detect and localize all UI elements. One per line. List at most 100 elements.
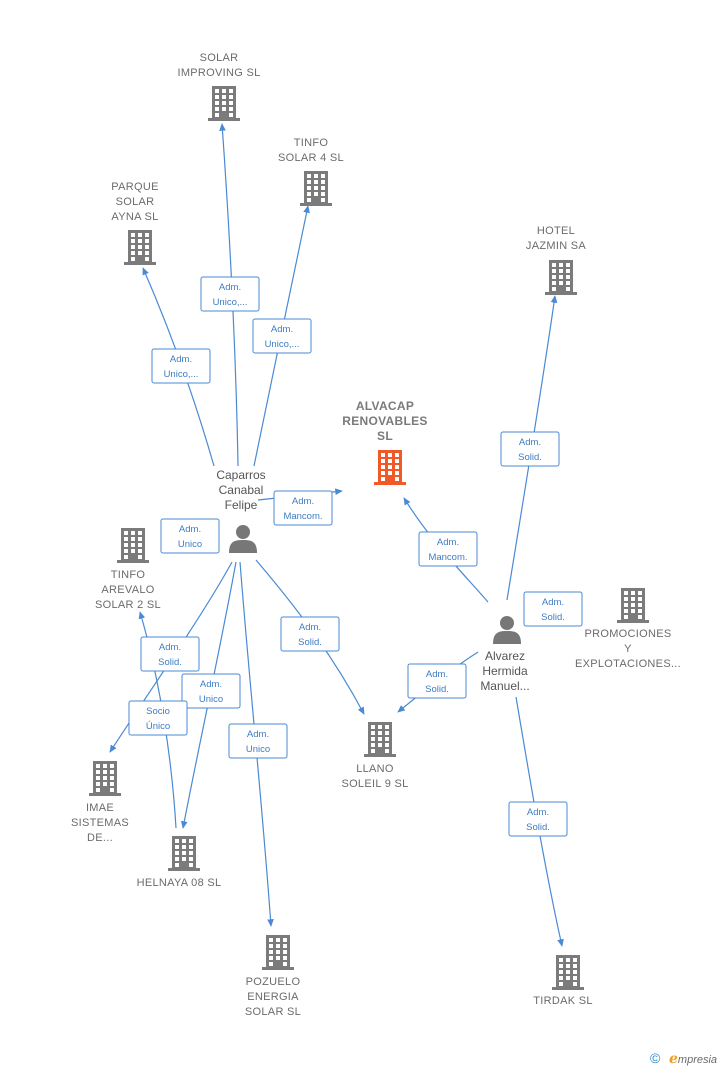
label-line: SOLAR SL: [245, 1006, 301, 1018]
company-node-pozuelo[interactable]: POZUELO ENERGIA SOLAR SL: [245, 935, 301, 1018]
relation-label-caparros-llano_soleil[interactable]: Adm. Solid.: [280, 616, 340, 652]
relation-label-text: Solid.: [298, 637, 322, 648]
relation-label-text: Adm.: [527, 807, 549, 818]
label-line: LLANO: [356, 763, 394, 775]
relation-label-text: Mancom.: [428, 552, 467, 563]
label-line: ENERGIA: [247, 991, 299, 1003]
relation-label-box: [200, 276, 260, 312]
company-node-tinfo_solar4[interactable]: TINFO SOLAR 4 SL: [278, 137, 344, 206]
relation-label-caparros-solar_improving[interactable]: Adm. Unico,...: [200, 276, 260, 312]
relation-label-text: Adm.: [247, 729, 269, 740]
brand-logo: ℯmpresia: [669, 1050, 717, 1066]
company-node-promociones[interactable]: PROMOCIONESYEXPLOTACIONES...: [575, 588, 681, 670]
relation-label-alvarez-alvacap[interactable]: Adm.Mancom.: [418, 531, 478, 567]
label-line: SOLAR: [116, 196, 155, 208]
label-line: TINFO: [294, 137, 329, 149]
label-line: Felipe: [225, 498, 258, 512]
relation-label-caparros-pozuelo[interactable]: Adm.Unico: [228, 723, 288, 759]
relation-label-text: Adm.: [542, 597, 564, 608]
relation-label-text: Adm.: [159, 642, 181, 653]
label-line: Canabal: [219, 483, 264, 497]
label-line: POZUELO: [246, 976, 301, 988]
relation-label-caparros-tinfo_arevalo[interactable]: Adm.Unico: [160, 518, 220, 554]
label-line: HOTEL: [537, 225, 575, 237]
relation-label-box: [228, 723, 288, 759]
label-line: TINFO: [111, 569, 146, 581]
label-line: SOLAR 4 SL: [278, 152, 344, 164]
label-line: Hermida: [482, 664, 528, 678]
label-line: SL: [377, 429, 393, 443]
company-name: LLANO SOLEIL 9 SL: [341, 763, 408, 790]
building-icon: [117, 528, 149, 563]
relation-label-text: Adm.: [426, 669, 448, 680]
label-line: SOLEIL 9 SL: [341, 778, 408, 790]
relation-label-text: Adm.: [271, 324, 293, 335]
relation-label-text: Adm.: [292, 496, 314, 507]
company-node-imae[interactable]: IMAESISTEMASDE...: [71, 761, 129, 844]
label-line: IMPROVING SL: [177, 67, 260, 79]
relation-label-text: Unico,...: [213, 297, 248, 308]
relation-label-box: [418, 531, 478, 567]
label-line: ALVACAP: [356, 399, 414, 413]
relation-label-text: Solid.: [158, 657, 182, 668]
relation-label-text: Adm.: [219, 282, 241, 293]
relation-label-alvarez-promociones[interactable]: Adm. Solid.: [523, 591, 583, 627]
person-icon: [493, 616, 521, 644]
relation-label-box: [273, 490, 333, 526]
copyright-symbol: ©: [650, 1050, 661, 1066]
brand-name: mpresia: [678, 1054, 717, 1066]
building-icon: [364, 722, 396, 757]
label-line: SOLAR 2 SL: [95, 599, 161, 611]
relation-label-box: [160, 518, 220, 554]
label-line: AYNA SL: [111, 211, 158, 223]
label-line: Alvarez: [485, 649, 525, 663]
label-line: Manuel...: [480, 679, 529, 693]
company-node-helnaya[interactable]: HELNAYA 08 SL: [137, 836, 222, 889]
relation-label-caparros-imae[interactable]: Adm. Solid.: [140, 636, 200, 672]
relation-label-text: Solid.: [518, 452, 542, 463]
company-node-llano_soleil[interactable]: LLANO SOLEIL 9 SL: [341, 722, 408, 790]
relation-label-text: Adm.: [299, 622, 321, 633]
relation-label-caparros-tinfo_solar4[interactable]: Adm. Unico,...: [252, 318, 312, 354]
relation-label-text: Solid.: [541, 612, 565, 623]
company-node-tinfo_arevalo[interactable]: TINFO AREVALO SOLAR 2 SL: [95, 528, 161, 611]
relation-label-alvarez-tirdak[interactable]: Adm.Solid.: [508, 801, 568, 837]
label-line: DE...: [87, 832, 113, 844]
relation-label-text: Socio: [146, 706, 170, 717]
relation-label-alvarez-llano_soleil[interactable]: Adm.Solid.: [407, 663, 467, 699]
relation-label-caparros-alvacap[interactable]: Adm. Mancom.: [273, 490, 333, 526]
building-icon: [262, 935, 294, 970]
label-line: RENOVABLES: [342, 414, 427, 428]
person-node-alvarez[interactable]: AlvarezHermidaManuel...: [480, 616, 530, 693]
relation-label-caparros-helnaya[interactable]: Adm.Unico: [181, 673, 241, 709]
relation-label-text: Único: [146, 721, 170, 732]
relation-label-box: [252, 318, 312, 354]
relation-label-text: Mancom.: [283, 511, 322, 522]
relation-label-alvarez-hotel_jazmin[interactable]: Adm.Solid.: [500, 431, 560, 467]
building-icon: [374, 450, 406, 485]
company-node-hotel_jazmin[interactable]: HOTEL JAZMIN SA: [526, 225, 587, 295]
label-line: EXPLOTACIONES...: [575, 658, 681, 670]
company-name: POZUELO ENERGIA SOLAR SL: [245, 976, 301, 1018]
relation-label-text: Unico,...: [265, 339, 300, 350]
relation-label-box: [181, 673, 241, 709]
label-line: AREVALO: [101, 584, 154, 596]
company-name: HELNAYA 08 SL: [137, 877, 222, 889]
person-name: AlvarezHermidaManuel...: [480, 649, 529, 693]
company-name: PROMOCIONESYEXPLOTACIONES...: [575, 628, 681, 670]
label-line: JAZMIN SA: [526, 240, 587, 252]
relation-label-box: [523, 591, 583, 627]
company-node-tirdak[interactable]: TIRDAK SL: [533, 955, 593, 1007]
relation-label-caparros-parque_solar[interactable]: Adm.Unico,...: [151, 348, 211, 384]
company-name: HOTEL JAZMIN SA: [526, 225, 587, 252]
